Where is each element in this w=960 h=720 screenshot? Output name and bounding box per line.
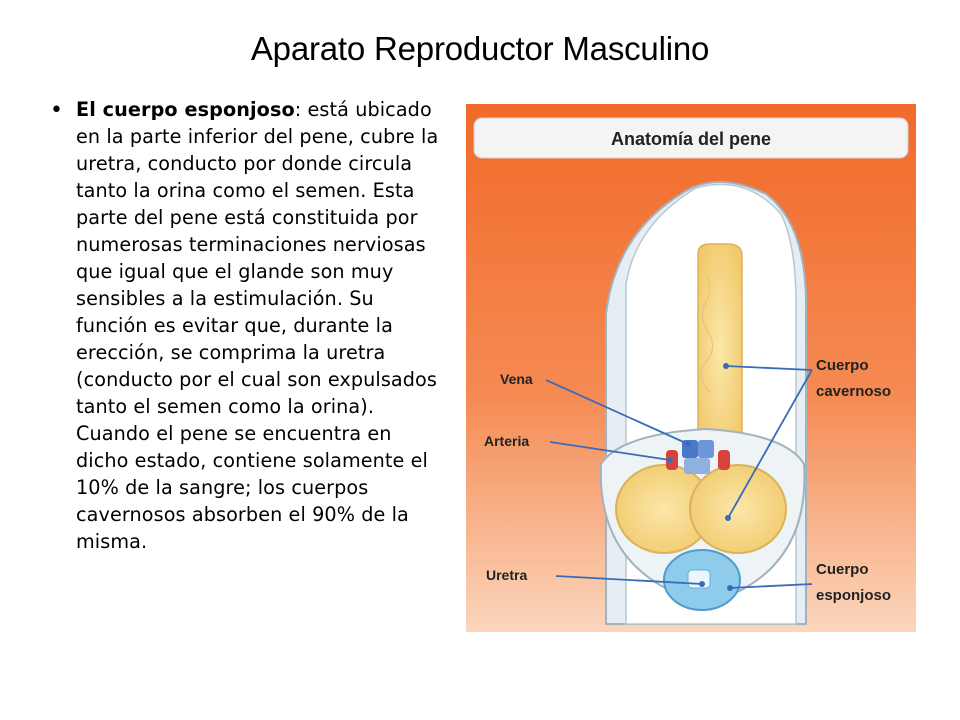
anatomy-illustration: Anatomía del pene xyxy=(466,104,916,632)
arteria-leader-dot xyxy=(667,457,673,463)
vena-leader-dot xyxy=(685,441,691,447)
slide-title: Aparato Reproductor Masculino xyxy=(250,30,710,67)
cavernoso-leader-dot-2 xyxy=(725,515,731,521)
label-uretra: Uretra xyxy=(486,567,527,583)
cavernoso-leader-line-2 xyxy=(727,369,813,519)
label-cuerpo-cavernoso-1: Cuerpo xyxy=(816,357,869,374)
esponjoso-leader-dot xyxy=(727,585,733,591)
arteria-leader-line xyxy=(549,441,671,461)
esponjoso-leader-line xyxy=(729,583,813,589)
bullet-text: El cuerpo esponjoso: está ubicado en la … xyxy=(76,96,450,555)
bullet-lead-term: El cuerpo esponjoso xyxy=(76,98,295,121)
figure-title-banner xyxy=(473,117,909,159)
artery-right xyxy=(718,450,730,470)
dorsal-vein-right xyxy=(698,440,714,458)
vein-pair-lower xyxy=(684,458,710,474)
cavernoso-leader-line-1 xyxy=(725,365,813,371)
bullet-paragraph: • El cuerpo esponjoso: está ubicado en l… xyxy=(40,96,450,555)
figure-title: Anatomía del pene xyxy=(611,129,771,149)
bullet-body: : está ubicado en la parte inferior del … xyxy=(76,98,439,553)
uretra-leader-dot xyxy=(699,581,705,587)
bullet-marker: • xyxy=(50,98,63,123)
label-arteria: Arteria xyxy=(484,433,529,449)
label-cuerpo-esponjoso-1: Cuerpo xyxy=(816,561,869,578)
label-vena: Vena xyxy=(500,371,533,387)
cavernoso-leader-dot-1 xyxy=(723,363,729,369)
penis-anatomy-figure: Anatomía del pene xyxy=(466,104,916,632)
cavernous-body-long xyxy=(697,243,743,454)
uretra-leader-line xyxy=(555,575,703,585)
cavernous-section-right xyxy=(689,464,787,554)
vena-leader-line xyxy=(545,379,689,445)
label-cuerpo-esponjoso-2: esponjoso xyxy=(816,587,891,604)
label-cuerpo-cavernoso-2: cavernoso xyxy=(816,383,891,400)
urethra-section xyxy=(687,569,711,589)
cavernous-texture xyxy=(700,273,713,393)
